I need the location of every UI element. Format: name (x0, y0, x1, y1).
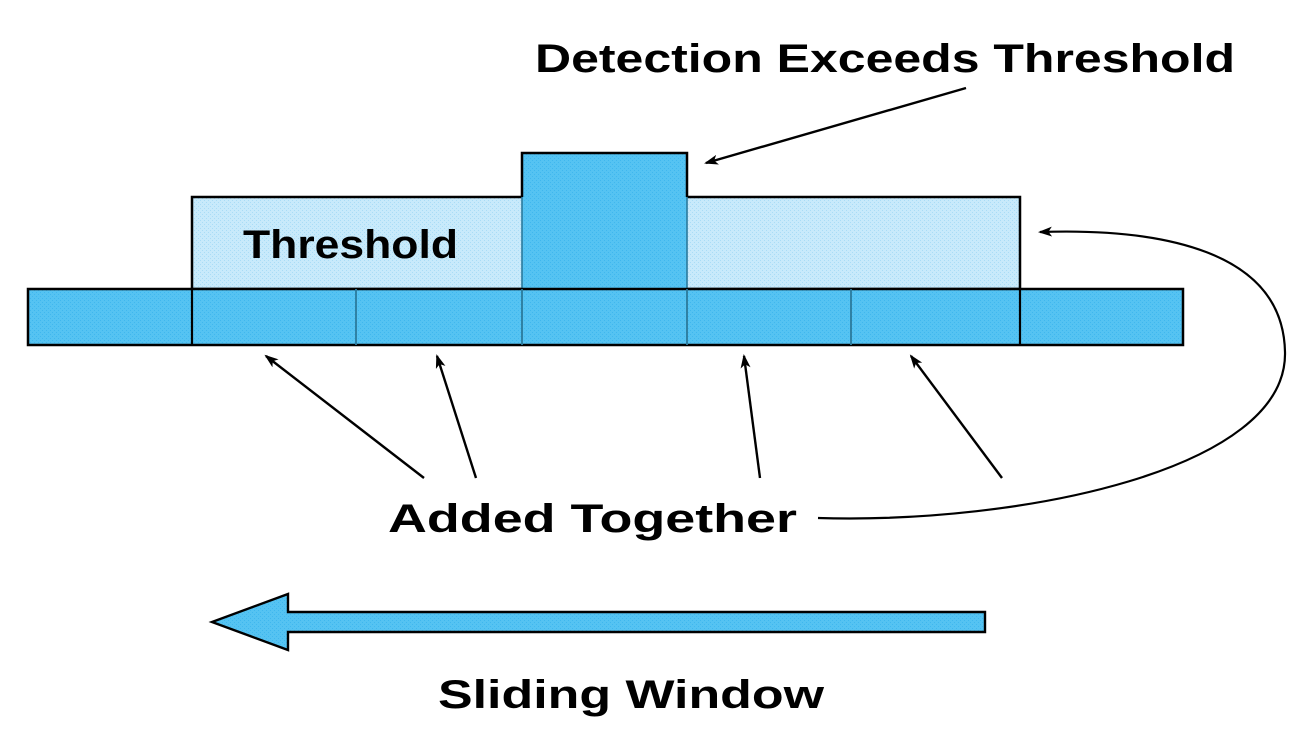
sliding-window-arrow-shape (208, 592, 987, 652)
added-together-arrows (264, 354, 1003, 479)
detection-bar-fill (522, 153, 687, 289)
detection-bar (520, 151, 689, 289)
threshold-label: Threshold (243, 223, 458, 267)
threshold-callout-path (817, 226, 1287, 520)
added-arrow-3 (740, 354, 762, 479)
detection-callout-arrow (704, 86, 967, 165)
sliding-window-arrow (208, 592, 987, 652)
signal-bar-rect (26, 287, 1185, 347)
threshold-callout-curve (817, 226, 1287, 520)
added-arrow-1 (264, 354, 425, 479)
added-arrow-4 (909, 354, 1003, 479)
title-label: Detection Exceeds Threshold (535, 37, 1235, 81)
added-together-label: Added Together (388, 497, 797, 541)
signal-bar (26, 287, 1185, 347)
sliding-window-label: Sliding Window (438, 673, 825, 717)
detection-bar-outline (520, 151, 689, 197)
added-arrow-2 (435, 354, 478, 479)
